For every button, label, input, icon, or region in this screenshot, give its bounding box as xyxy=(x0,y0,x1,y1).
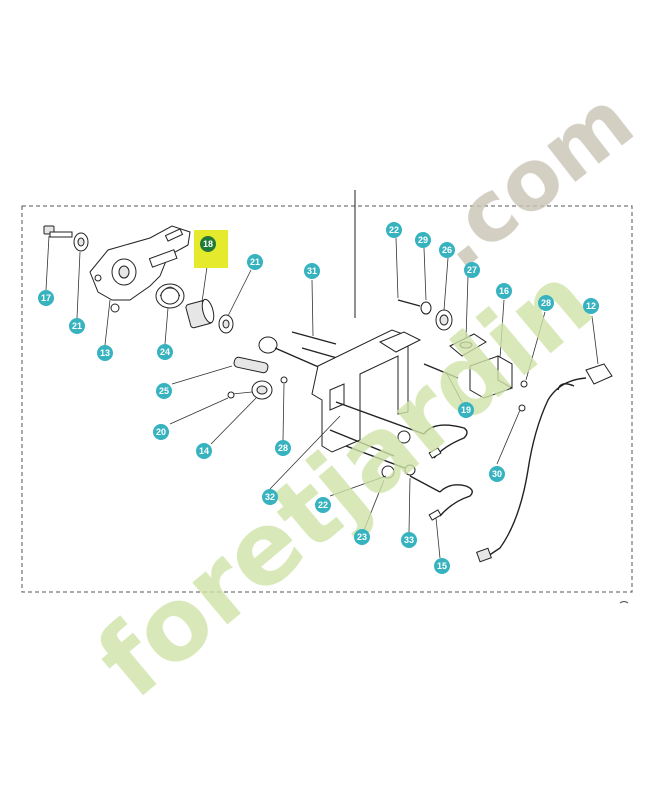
watermark-main: foretjardin xyxy=(75,242,614,721)
callout-label: 16 xyxy=(499,286,509,296)
part-sleeve-18 xyxy=(185,298,215,329)
callout-label: 29 xyxy=(418,235,428,245)
part-cable-12 xyxy=(476,363,613,563)
part-knob-14 xyxy=(227,376,288,400)
part-pins-31 xyxy=(291,331,345,361)
callout-badge xyxy=(354,529,370,545)
callout-17: 17 xyxy=(38,290,54,306)
callout-label: 22 xyxy=(389,225,399,235)
callout-label: 23 xyxy=(357,532,367,542)
callout-label: 18 xyxy=(203,239,213,249)
corner-mark xyxy=(619,601,629,604)
callout-19: 19 xyxy=(458,402,474,418)
callout-badge xyxy=(583,298,599,314)
callout-label: 25 xyxy=(159,386,169,396)
callout-badge xyxy=(538,295,554,311)
callout-24: 24 xyxy=(157,344,173,360)
callout-badge xyxy=(439,242,455,258)
callout-20: 20 xyxy=(153,424,169,440)
callout-16: 16 xyxy=(496,283,512,299)
callout-18: 18 xyxy=(194,230,228,268)
callout-label: 19 xyxy=(461,405,471,415)
callout-label: 31 xyxy=(307,266,317,276)
callout-badge xyxy=(315,497,331,513)
part-top-right-stack xyxy=(397,299,487,357)
callout-label: 14 xyxy=(199,446,209,456)
callout-badge xyxy=(401,532,417,548)
callout-label: 28 xyxy=(541,298,551,308)
callout-badge xyxy=(247,254,263,270)
diagram-frame xyxy=(21,205,633,593)
callout-28b: 28 xyxy=(538,295,554,311)
part-washer-21-left xyxy=(73,232,89,252)
callout-badge xyxy=(496,283,512,299)
part-washer-21-right xyxy=(218,314,234,334)
callout-25: 25 xyxy=(156,383,172,399)
callout-label: 17 xyxy=(41,293,51,303)
callout-badge xyxy=(38,290,54,306)
callout-badge xyxy=(157,344,173,360)
callout-label: 26 xyxy=(442,245,452,255)
callout-badge xyxy=(415,232,431,248)
callout-badge xyxy=(200,236,216,252)
callout-badge xyxy=(458,402,474,418)
callout-badge xyxy=(304,263,320,279)
leader-lines xyxy=(45,235,599,559)
part-spring-24 xyxy=(155,283,185,309)
callout-label: 27 xyxy=(467,265,477,275)
part-main-bracket xyxy=(311,329,422,453)
callout-28a: 28 xyxy=(275,440,291,456)
callout-badge xyxy=(275,440,291,456)
callout-label: 30 xyxy=(492,469,502,479)
callout-22b: 22 xyxy=(386,222,402,238)
callout-badge xyxy=(434,558,450,574)
callout-badge xyxy=(156,383,172,399)
callout-29: 29 xyxy=(415,232,431,248)
callout-label: 22 xyxy=(318,500,328,510)
callout-badge xyxy=(97,345,113,361)
callout-label: 13 xyxy=(100,348,110,358)
callout-badge xyxy=(464,262,480,278)
part-switch-16 xyxy=(469,355,528,412)
callout-23: 23 xyxy=(354,529,370,545)
callout-13: 13 xyxy=(97,345,113,361)
callout-label: 24 xyxy=(160,347,170,357)
callout-26: 26 xyxy=(439,242,455,258)
callout-12: 12 xyxy=(583,298,599,314)
callout-33: 33 xyxy=(401,532,417,548)
callout-badge xyxy=(196,443,212,459)
callout-label: 12 xyxy=(586,301,596,311)
callout-label: 21 xyxy=(250,257,260,267)
callout-32: 32 xyxy=(262,489,278,505)
callout-label: 15 xyxy=(437,561,447,571)
callout-label: 21 xyxy=(72,321,82,331)
part-pin-25 xyxy=(233,356,269,374)
part-bolt-17 xyxy=(43,225,73,238)
part-harness-15 xyxy=(409,475,473,521)
callout-label: 20 xyxy=(156,427,166,437)
callout-15: 15 xyxy=(434,558,450,574)
callout-badge xyxy=(262,489,278,505)
callout-30: 30 xyxy=(489,466,505,482)
callout-badge xyxy=(489,466,505,482)
callout-label: 33 xyxy=(404,535,414,545)
callout-31: 31 xyxy=(304,263,320,279)
callout-21a: 21 xyxy=(69,318,85,334)
part-lower-shafts xyxy=(329,401,468,479)
callout-21b: 21 xyxy=(247,254,263,270)
parts-group xyxy=(43,225,613,563)
callout-badge xyxy=(386,222,402,238)
callout-badge xyxy=(153,424,169,440)
callouts: 17 21 13 24 18 21 31 25 20 14 28 32 22 22 29 26 27 16 28 12… xyxy=(38,222,599,574)
callout-label: 28 xyxy=(278,443,288,453)
callout-22a: 22 xyxy=(315,497,331,513)
part-lever-bracket-13 xyxy=(89,225,191,313)
callout-label: 32 xyxy=(265,492,275,502)
part-pin-19 xyxy=(423,363,459,379)
callout-14: 14 xyxy=(196,443,212,459)
callout-27: 27 xyxy=(464,262,480,278)
callout-badge xyxy=(69,318,85,334)
